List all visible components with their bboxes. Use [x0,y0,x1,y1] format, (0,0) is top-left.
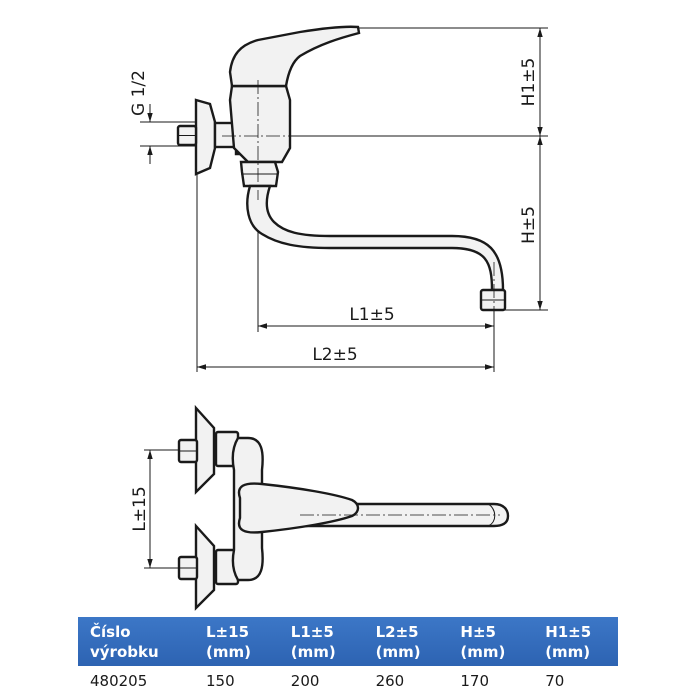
cell-l2: 260 [375,672,405,690]
header-product-number: Číslo výrobku [78,617,194,666]
upper-rosette [194,404,216,495]
header-l2: L2±5 (mm) [363,617,449,666]
dim-label-l1: L1±5 [349,305,394,325]
cell-h: 170 [460,672,490,690]
dim-label-h1: H1±5 [519,58,539,107]
spec-table-header-row: Číslo výrobku L±15 (mm) L1±5 (mm) L2±5 (… [78,617,618,666]
top-view: L±15 [130,404,510,611]
header-h1: H1±5 (mm) [533,617,618,666]
lever-handle [228,25,361,88]
spec-table: Číslo výrobku L±15 (mm) L1±5 (mm) L2±5 (… [78,617,618,690]
cell-product-number: 480205 [90,672,148,690]
header-l1: L1±5 (mm) [278,617,364,666]
cell-l1: 200 [290,672,320,690]
dim-label-h: H±5 [519,206,539,244]
wall-rosette [194,98,217,176]
faucet-technical-drawing: G 1/2 H1±5 H±5 L1±5 L2±5 L±15 [129,25,548,611]
lever-top-view [237,482,360,534]
dim-label-l2: L2±5 [312,345,357,365]
cell-h1: 70 [545,672,565,690]
cell-l: 150 [206,672,235,690]
header-h: H±5 (mm) [448,617,534,666]
header-l: L±15 (mm) [194,617,279,666]
side-view: G 1/2 H1±5 H±5 L1±5 L2±5 [129,25,548,372]
valve-body [228,84,292,164]
lower-rosette [194,522,216,611]
dim-label-g: G 1/2 [129,70,149,116]
dim-label-l: L±15 [130,486,150,531]
spout [246,184,505,292]
table-row: 480205 150 200 260 170 70 [78,666,618,690]
